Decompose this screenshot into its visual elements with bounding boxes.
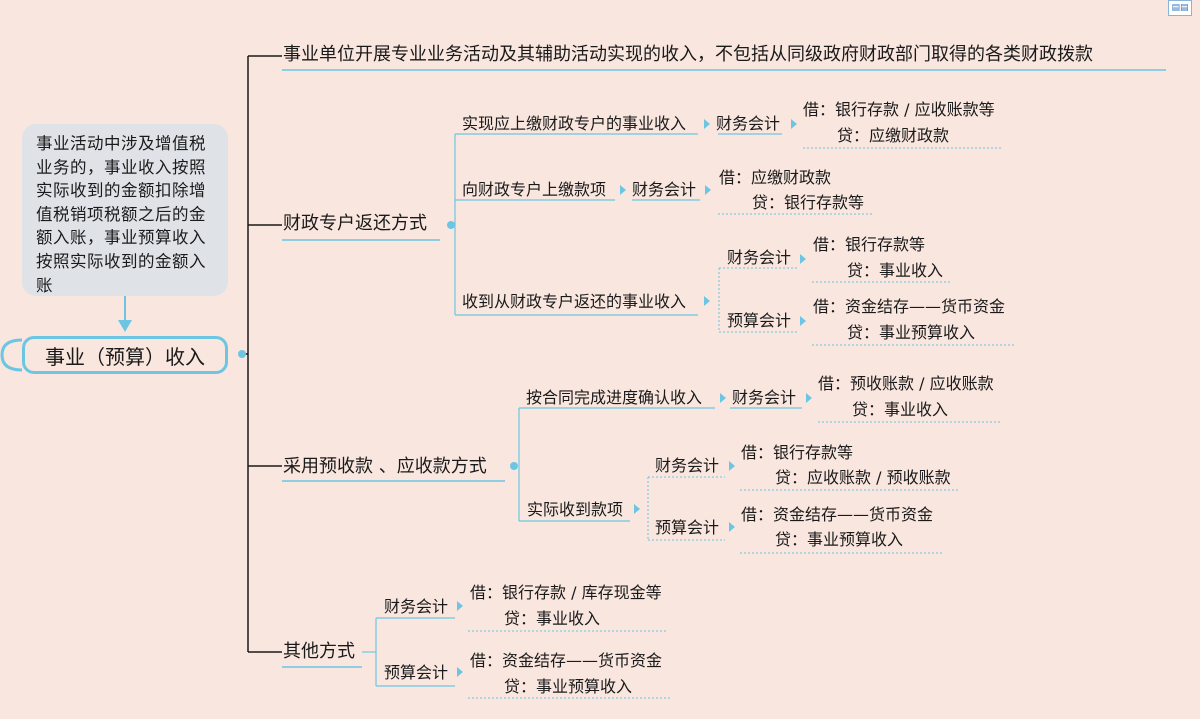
advance-sub1-debit: 借：预收账款 / 应收账款 [818, 374, 994, 393]
advance-sub2-label: 实际收到款项 [527, 500, 624, 519]
root-node: 事业（预算）收入 [22, 336, 228, 374]
fiscal-sub3-bud: 预算会计 [727, 311, 792, 330]
advance-sub2-bud-debit: 借：资金结存——货币资金 [741, 505, 934, 524]
fiscal-sub1-credit: 贷：应缴财政款 [837, 126, 950, 145]
fiscal-sub3-fin-debit: 借：银行存款等 [813, 235, 926, 254]
advance-sub1-credit: 贷：事业收入 [852, 400, 949, 419]
fiscal-sub3-bud-debit: 借：资金结存——货币资金 [813, 297, 1006, 316]
fiscal-sub2-acct: 财务会计 [632, 180, 697, 199]
fiscal-sub3-bud-credit: 贷：事业预算收入 [847, 323, 976, 342]
document-icon: ▤▤ [1168, 0, 1192, 16]
fiscal-sub2-credit: 贷：银行存款等 [752, 193, 865, 212]
fiscal-sub3-label: 收到从财政专户返还的事业收入 [462, 292, 687, 311]
other-bud-credit: 贷：事业预算收入 [504, 677, 633, 696]
other-bud-debit: 借：资金结存——货币资金 [470, 651, 663, 670]
branch-fiscal-label: 财政专户返还方式 [283, 213, 427, 234]
advance-sub2-fin-credit: 贷：应收账款 / 预收账款 [775, 468, 951, 487]
definition-node: 事业单位开展专业业务活动及其辅助活动实现的收入，不包括从同级政府财政部门取得的各… [283, 44, 1093, 65]
branch-other-label: 其他方式 [283, 641, 355, 662]
advance-sub2-fin: 财务会计 [655, 456, 720, 475]
other-fin-credit: 贷：事业收入 [504, 609, 601, 628]
other-fin-debit: 借：银行存款 / 库存现金等 [470, 583, 662, 602]
fiscal-sub3-fin: 财务会计 [727, 248, 792, 267]
fiscal-sub2-debit: 借：应缴财政款 [719, 168, 832, 187]
other-bud: 预算会计 [384, 663, 449, 682]
advance-sub1-acct: 财务会计 [732, 388, 797, 407]
fiscal-sub1-label: 实现应上缴财政专户的事业收入 [462, 114, 687, 133]
advance-sub2-bud: 预算会计 [655, 518, 720, 537]
fiscal-sub2-label: 向财政专户上缴款项 [462, 180, 607, 199]
fiscal-sub1-debit: 借：银行存款 / 应收账款等 [803, 100, 995, 119]
advance-sub1-label: 按合同完成进度确认收入 [526, 388, 703, 407]
fiscal-sub1-acct: 财务会计 [716, 114, 781, 133]
branch-advance-label: 采用预收款 、应收款方式 [283, 456, 487, 477]
fiscal-sub3-fin-credit: 贷：事业收入 [847, 261, 944, 280]
other-fin: 财务会计 [384, 597, 449, 616]
advance-sub2-bud-credit: 贷：事业预算收入 [775, 530, 904, 549]
advance-sub2-fin-debit: 借：银行存款等 [741, 443, 854, 462]
note-box: 事业活动中涉及增值税业务的，事业收入按照实际收到的金额扣除增值税销项税额之后的金… [22, 124, 228, 296]
